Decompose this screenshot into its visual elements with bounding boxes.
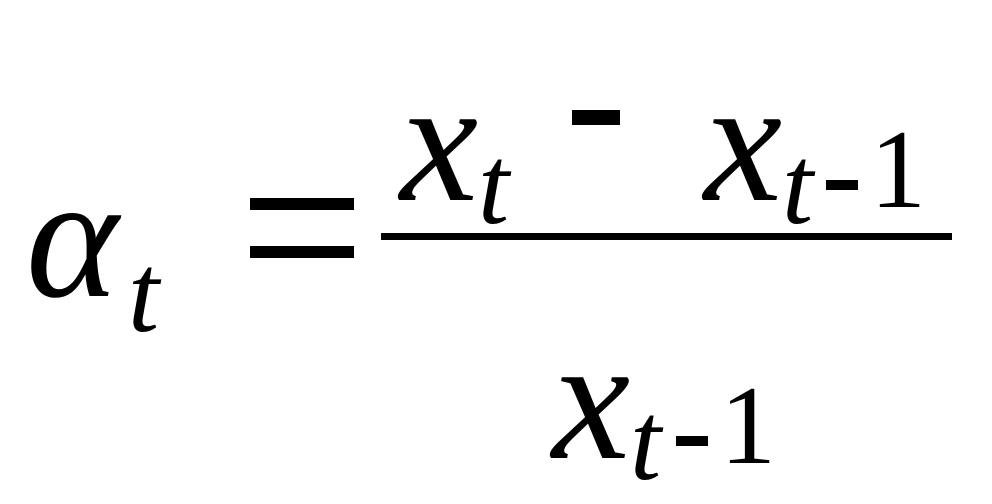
numerator-x-t: x [400, 44, 479, 239]
denominator-subscript-one: 1 [720, 364, 776, 488]
alpha-symbol: α [26, 140, 119, 335]
equals-sign-bottom [250, 246, 354, 258]
numerator-subscript-t: t [782, 124, 814, 248]
numerator-x-t-minus-1: x [704, 44, 783, 239]
numerator-subscript-minus [826, 180, 858, 190]
denominator-subscript-t: t [630, 380, 662, 504]
numerator-minus-sign [572, 110, 620, 125]
denominator-x-t-minus-1: x [552, 302, 631, 497]
alpha-subscript: t [128, 232, 160, 356]
fraction-bar [381, 233, 952, 240]
equals-sign-top [250, 198, 354, 210]
numerator-x-t-subscript: t [478, 124, 510, 248]
denominator-subscript-minus [676, 436, 708, 446]
numerator-subscript-one: 1 [870, 108, 926, 232]
